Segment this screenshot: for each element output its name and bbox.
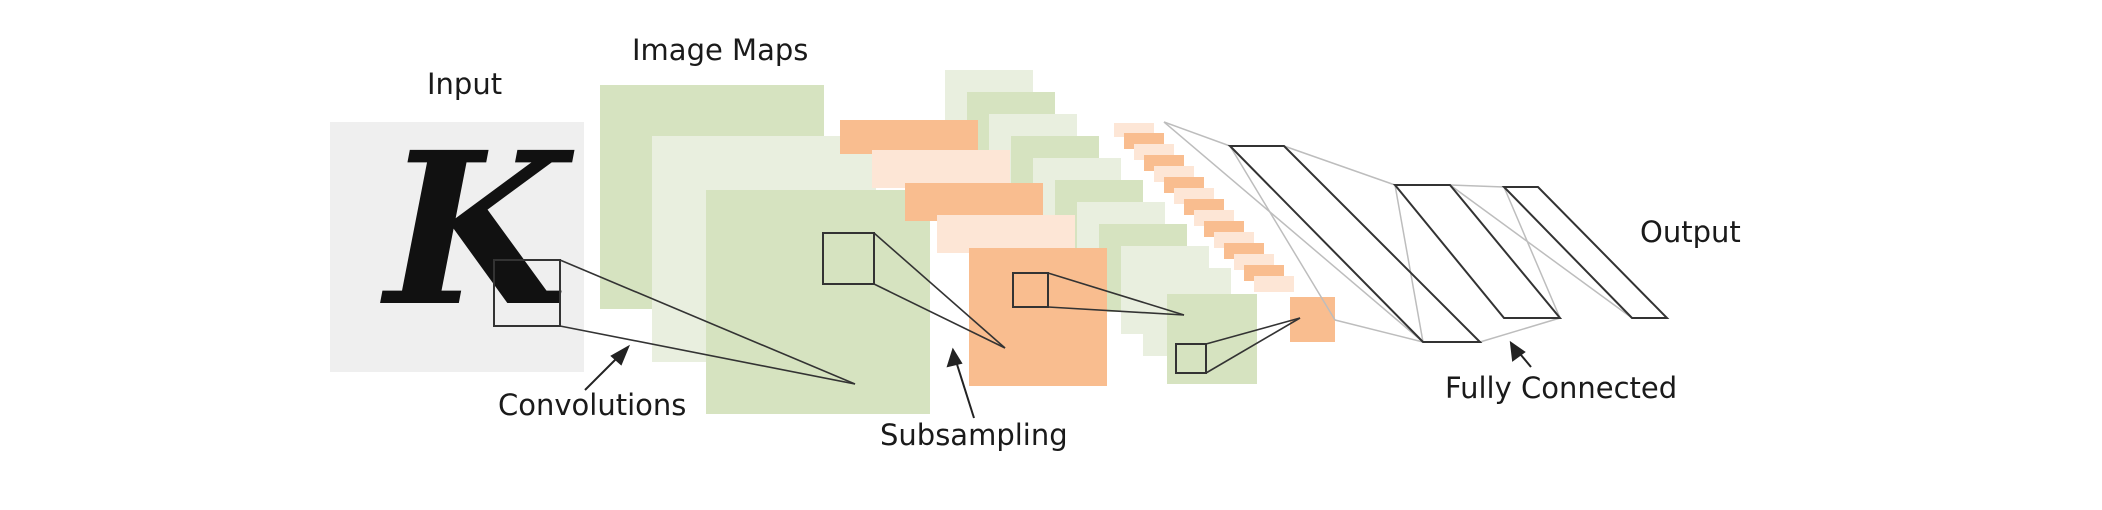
label-image-maps: Image Maps [632,33,808,67]
conv2-receptive-field [1175,343,1207,374]
label-fully-connected: Fully Connected [1445,371,1677,405]
input-image-panel [330,122,584,372]
subsampling-line [873,283,1006,349]
image-map-3 [706,190,930,414]
subsampling-line-2 [1205,317,1301,345]
fc-layer-1 [1227,145,1483,343]
conv2-map [1167,294,1257,384]
convolutions-arrow [584,344,631,391]
subsampling-line-2 [1205,317,1301,374]
subsample-map [840,120,978,154]
label-output: Output [1640,215,1741,249]
subsample-receptive-field [1012,272,1049,308]
label-subsampling: Subsampling [880,418,1068,452]
fully-connected-arrow [1509,340,1532,368]
label-input: Input [427,67,502,101]
subsample-map [905,183,1043,221]
subsample-map [872,150,1010,188]
subsample2-map [1254,276,1294,292]
label-convolutions: Convolutions [498,388,686,422]
convolution-line [559,325,856,385]
input-glyph: K [380,106,575,353]
input-receptive-field [493,259,561,327]
fc-layer-2 [1392,184,1563,319]
subsample-map [937,215,1075,253]
convolution-line-2 [1047,306,1185,316]
subsampling-line [873,232,1006,349]
convolution-line [559,259,856,385]
subsampling-arrow [946,347,975,419]
fc-layer-3 [1501,186,1670,319]
convolution-line-2 [1047,272,1185,316]
image-map-receptive-field [822,232,875,285]
subsample-map [969,248,1107,386]
